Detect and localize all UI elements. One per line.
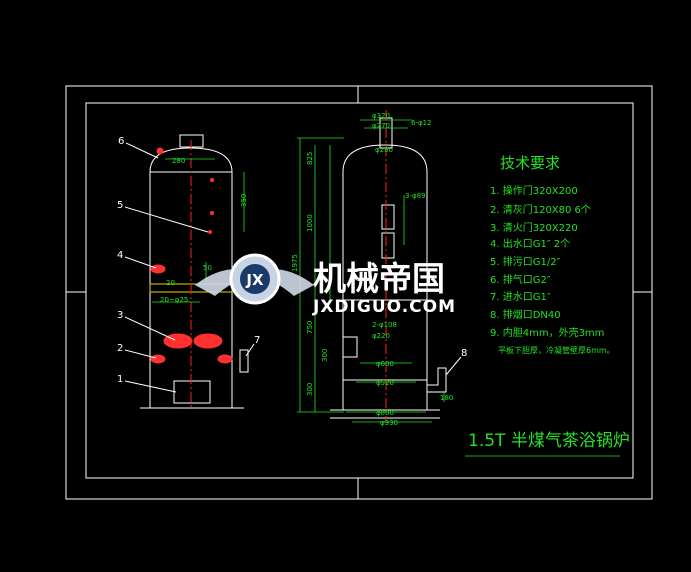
- dim-6-phi12: 6-φ12: [411, 119, 432, 127]
- dim-phi930: φ930: [380, 419, 398, 427]
- dim-350: 350: [240, 194, 248, 207]
- note-item-6: 6. 排气口G2″: [490, 273, 551, 286]
- dim-825: 825: [306, 152, 314, 165]
- dim-1975: 1975: [291, 254, 299, 272]
- dim-280: 280: [172, 157, 185, 165]
- part-label-5: 5: [117, 200, 123, 211]
- notes-title: 技术要求: [500, 154, 560, 172]
- part-label-8: 8: [461, 348, 467, 359]
- dim-1000: 1000: [306, 214, 314, 232]
- technical-notes: 技术要求 1. 操作门320X200 2. 清灰门120X80 6个 3. 清火…: [490, 154, 615, 355]
- watermark-en: JXDIGUO.COM: [312, 297, 456, 317]
- inner-frame: [85, 102, 634, 479]
- part-label-6: 6: [118, 136, 124, 147]
- note-item-9-cont: 平板下胆厚，冷凝管壁厚6mm。: [498, 345, 615, 355]
- part-label-2: 2: [117, 343, 123, 354]
- note-item-1: 1. 操作门320X200: [490, 184, 578, 197]
- watermark: JX 机械帝国 JXDIGUO.COM: [195, 253, 456, 317]
- dim-20-phi25: 20~φ25: [160, 296, 188, 304]
- watermark-cn: 机械帝国: [313, 259, 445, 298]
- side-view: [297, 110, 447, 423]
- note-item-2: 2. 清灰门120X80 6个: [490, 203, 591, 216]
- dim-phi520: φ520: [376, 379, 394, 387]
- dim-phi270: φ270: [372, 122, 390, 130]
- part-label-4: 4: [117, 250, 123, 261]
- front-view-dimensions: 280 350 50 20 20~φ25: [160, 157, 248, 304]
- dim-phi280: φ280: [375, 146, 393, 154]
- dim-3-phi89: 3-φ89: [405, 192, 426, 200]
- dim-300a: 300: [306, 383, 314, 396]
- side-view-dimensions: φ320 φ270 6-φ12 φ280 825 1000 1975 750 3…: [291, 112, 453, 427]
- dim-phi220: φ220: [372, 332, 390, 340]
- dim-phi800: φ800: [376, 409, 394, 417]
- logo-letters: JX: [245, 271, 264, 289]
- part-label-3: 3: [117, 310, 123, 321]
- part-labels: 6 5 4 3 2 1 7 8: [117, 136, 467, 393]
- dim-phi600: φ600: [376, 360, 394, 368]
- dim-180: 180: [440, 394, 453, 402]
- note-item-7: 7. 进水口G1″: [490, 291, 551, 303]
- dim-20: 20: [166, 279, 175, 287]
- dim-2-phi108: 2-φ108: [372, 321, 397, 329]
- dim-750: 750: [306, 321, 314, 334]
- dim-phi320: φ320: [372, 112, 390, 120]
- dim-300b: 300: [321, 349, 329, 362]
- note-item-8: 8. 排烟口DN40: [490, 308, 561, 321]
- note-item-3: 3. 清火门320X220: [490, 221, 578, 234]
- drawing-title: 1.5T 半煤气茶浴锅炉: [468, 431, 630, 451]
- note-item-4: 4. 出水口G1″ 2个: [490, 237, 570, 250]
- part-label-1: 1: [117, 374, 123, 385]
- dim-50: 50: [203, 264, 212, 272]
- note-item-5: 5. 排污口G1/2″: [490, 255, 561, 268]
- part-label-7: 7: [254, 335, 260, 346]
- title-block: 1.5T 半煤气茶浴锅炉: [465, 431, 630, 457]
- note-item-9: 9. 内胆4mm，外壳3mm: [490, 326, 604, 339]
